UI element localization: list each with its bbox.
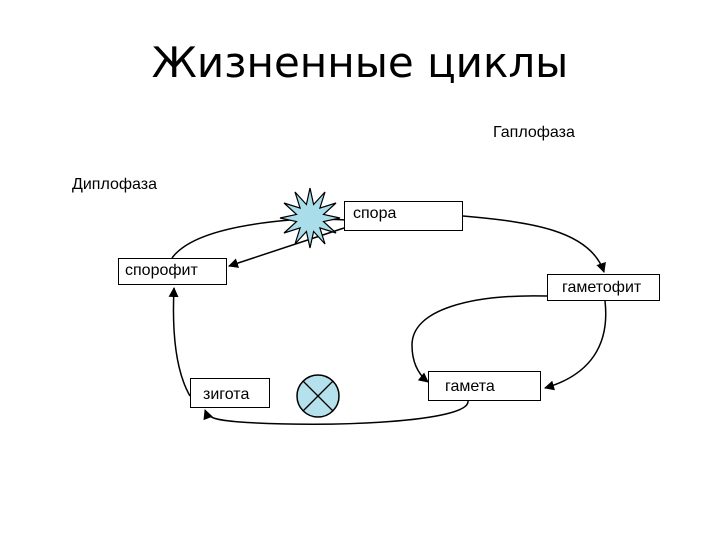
- arrow-spora-to-sporophyte: [228, 227, 345, 268]
- node-gamete-label: гамета: [445, 378, 495, 395]
- node-zygote-label: зигота: [203, 386, 250, 403]
- node-sporophyte: спорофит: [118, 258, 227, 285]
- arrow-zygote-to-sporophyte: [168, 287, 191, 397]
- arrow-gametophyte-to-gamete-left: [411, 295, 548, 383]
- haplophase-label: Гаплофаза: [493, 124, 575, 141]
- node-spora-label: спора: [353, 205, 397, 222]
- node-sporophyte-label: спорофит: [125, 262, 198, 279]
- node-gametophyte: гаметофит: [547, 274, 660, 301]
- node-zygote: зигота: [190, 378, 270, 408]
- diplophase-label: Диплофаза: [72, 176, 157, 193]
- node-gamete: гамета: [428, 371, 541, 401]
- page-title: Жизненные циклы: [151, 38, 569, 87]
- node-gametophyte-label: гаметофит: [562, 279, 642, 296]
- arrow-gamete-to-zygote: [203, 400, 469, 425]
- arrow-gametophyte-to-gamete: [544, 300, 607, 391]
- node-spora: спора: [344, 201, 463, 231]
- meiosis-star-icon: [279, 187, 341, 249]
- arrow-spora-to-gametophyte: [462, 215, 606, 273]
- fertilization-cross-icon: [296, 374, 340, 418]
